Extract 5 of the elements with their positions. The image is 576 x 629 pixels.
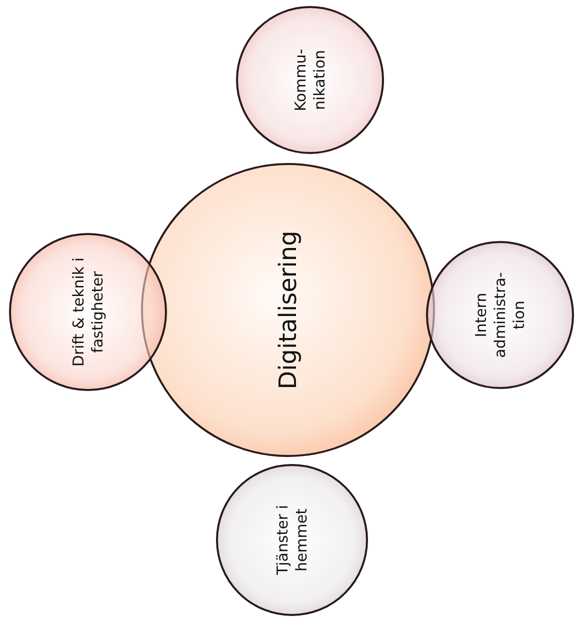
circle-label: Intern administra- tion (472, 271, 528, 360)
center-label: Digitalisering (273, 230, 303, 392)
circle-label: Kommu- nikation (291, 48, 329, 114)
circle-label: Tjänster i hemmet (273, 504, 311, 578)
circle-label: Drift & teknik i fastigheter (69, 256, 107, 369)
